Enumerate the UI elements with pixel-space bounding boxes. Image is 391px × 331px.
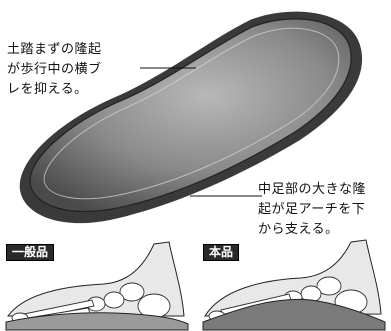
annotation-arch-ridge: 土踏まずの隆起 が歩行中の横ブ レを抑える。 (7, 40, 102, 100)
annotation-midfoot-ridge: 中足部の大きな隆 起が足アーチを下 から支える。 (258, 180, 366, 240)
label-this-product: 本品 (203, 244, 239, 261)
label-general-product: 一般品 (6, 244, 54, 261)
annotation-line: レを抑える。 (7, 80, 102, 100)
annotation-line: 起が足アーチを下 (258, 200, 366, 220)
annotation-line: が歩行中の横ブ (7, 60, 102, 80)
annotation-line: 中足部の大きな隆 (258, 180, 366, 200)
annotation-line: 土踏まずの隆起 (7, 40, 102, 60)
